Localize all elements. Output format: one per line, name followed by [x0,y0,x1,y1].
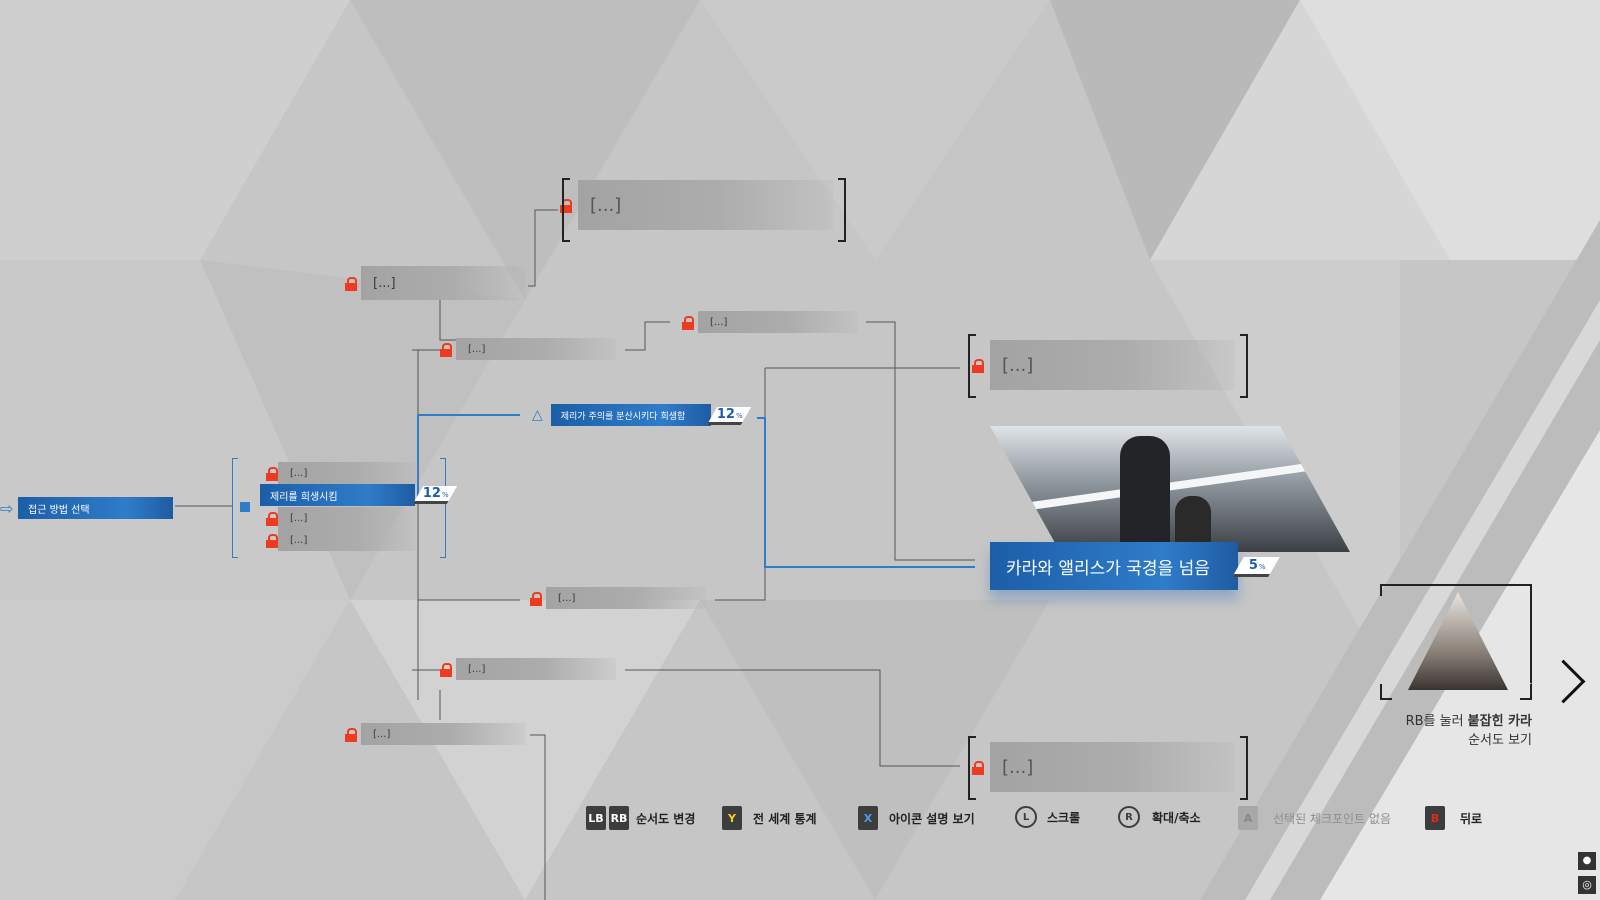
x-button-icon: X [858,806,878,830]
start-node[interactable]: ⇨ 접근 방법 선택 [0,497,173,519]
control-zoom[interactable]: R 확대/축소 [1118,806,1201,828]
right-stick-icon: R [1118,806,1140,828]
locked-ending-right-top[interactable]: [...] [972,340,1235,390]
triangle-icon: △ [532,407,543,423]
locked-node-label: [...] [546,587,706,609]
locked-choice-1[interactable]: [...] [266,462,418,484]
choice-jerry-distraction[interactable]: △ 제리가 주의를 분산시키다 희생함 [532,404,711,426]
locked-ending-label: [...] [990,340,1235,390]
pct-unit: % [442,491,449,499]
lock-icon [345,276,357,291]
locked-choice-label: [...] [278,529,418,551]
caption-chapter-name: 붙잡힌 카라 [1467,714,1532,729]
control-label: 아이콘 설명 보기 [889,811,975,826]
caption-prefix: RB를 눌러 [1405,714,1464,729]
locked-node-f[interactable]: [...] [345,723,526,745]
ending-kara-alice-cross-border[interactable]: 카라와 앨리스가 국경을 넘음 [990,542,1238,590]
locked-choice-2[interactable]: [...] [266,507,418,529]
lock-icon [972,358,984,373]
pct-value: 12 [422,486,442,501]
control-label: 스크롤 [1047,810,1081,825]
pct-value: 5 [1248,558,1258,573]
ending-label: 카라와 앨리스가 국경을 넘음 [990,542,1238,590]
pct-value: 12 [716,407,736,422]
lock-icon [682,315,694,330]
lock-icon [440,342,452,357]
locked-ending-right-bottom[interactable]: [...] [972,742,1235,792]
lb-button-icon: LB [586,806,606,830]
locked-node-label: [...] [698,311,858,333]
lock-icon [345,727,357,742]
locked-node-d[interactable]: [...] [530,587,706,609]
start-node-label: 접근 방법 선택 [18,497,173,519]
lock-icon [972,760,984,775]
next-chapter-caption: RB를 눌러 붙잡힌 카라 순서도 보기 [1340,712,1532,750]
pct-unit: % [736,412,743,420]
control-global-stats[interactable]: Y 전 세계 통계 [722,806,817,830]
control-no-checkpoint: A 선택된 체크포인트 없음 [1238,806,1391,830]
locked-node-label: [...] [361,266,526,300]
control-back[interactable]: B 뒤로 [1425,806,1482,830]
control-label: 전 세계 통계 [753,811,817,826]
arrow-right-icon: ⇨ [0,498,14,518]
control-change-flowchart[interactable]: LB RB 순서도 변경 [586,806,695,830]
a-button-icon: A [1238,806,1258,830]
b-button-icon: B [1425,806,1445,830]
control-icon-legend[interactable]: X 아이콘 설명 보기 [858,806,975,830]
locked-node-b[interactable]: [...] [440,338,616,360]
locked-node-label: [...] [456,338,616,360]
left-stick-icon: L [1015,806,1037,828]
locked-choice-label: [...] [278,507,418,529]
control-label: 순서도 변경 [636,811,696,826]
locked-node-a[interactable]: [...] [345,266,526,300]
lock-icon [266,533,278,548]
locked-node-c[interactable]: [...] [682,311,858,333]
control-label: 확대/축소 [1152,810,1201,825]
lock-icon [440,662,452,677]
locked-choice-3[interactable]: [...] [266,529,418,551]
locked-choice-label: [...] [278,462,418,484]
lock-icon [530,591,542,606]
locked-ending-label: [...] [990,742,1235,792]
locked-node-label: [...] [361,723,526,745]
choice-sacrifice-jerry[interactable]: 제리를 희생시킴 [260,484,415,506]
choice-group-bracket-right [440,458,446,558]
pct-unit: % [1258,563,1266,571]
locked-node-e[interactable]: [...] [440,658,616,680]
lock-icon [266,511,278,526]
control-scroll[interactable]: L 스크롤 [1015,806,1080,828]
caption-line2: 순서도 보기 [1468,733,1532,748]
control-label: 뒤로 [1460,811,1483,826]
lock-icon [266,466,278,481]
microphone-icon[interactable]: ● [1578,852,1596,870]
figure-silhouette-icon [1120,436,1170,552]
rb-button-icon: RB [609,806,629,830]
choice-sacrifice-jerry-label: 제리를 희생시킴 [260,484,415,506]
group-icon [240,502,250,512]
choice-group-bracket-left [232,458,238,558]
choice-jerry-distraction-label: 제리가 주의를 분산시키다 희생함 [550,404,711,426]
y-button-icon: Y [722,806,742,830]
next-chapter-preview[interactable] [1380,584,1532,699]
settings-icon[interactable]: ◎ [1578,876,1596,894]
locked-ending-top[interactable]: [...] [560,180,833,230]
locked-ending-label: [...] [578,180,833,230]
control-label: 선택된 체크포인트 없음 [1273,811,1392,826]
locked-node-label: [...] [456,658,616,680]
